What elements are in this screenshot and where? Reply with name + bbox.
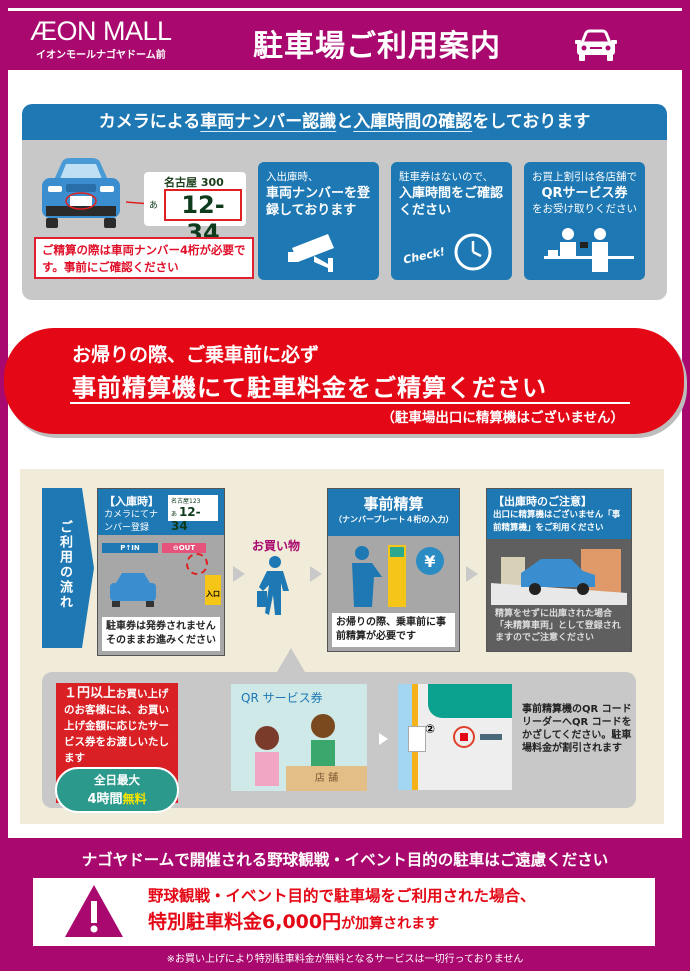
mini-plate-region: 名古屋123 <box>171 498 201 505</box>
heading-underlined: 入庫時間の確認 <box>353 112 473 132</box>
warning-suffix: が加算されます <box>341 916 440 932</box>
info-card-qr: お買上割引は各店舗で QRサービス券をお受け取りください <box>524 162 645 280</box>
special-fee: 特別駐車料金6,000円 <box>148 911 342 933</box>
step-foot-text: 駐車券は発券されませんそのままお進みください <box>102 617 220 651</box>
reader-highlight <box>453 726 475 748</box>
card-big-text: QRサービス券 <box>541 186 628 201</box>
card-big-text: 入庫時間をご確認ください <box>399 186 504 218</box>
mini-plate-kana: あ <box>171 511 178 518</box>
card-slot <box>480 734 502 740</box>
clock-check-icon: Check! <box>402 233 492 271</box>
free-hours-top: 全日最大 <box>94 773 140 787</box>
card-small-text: 入出庫時、 <box>266 171 319 183</box>
shop-counter-icon <box>544 228 634 272</box>
card-small-text: をお受け取りください <box>532 203 637 215</box>
header: ÆON MALL イオンモールナゴヤドーム前 駐車場ご利用案内 <box>8 8 682 70</box>
flow-step-prepay: 事前精算 （ナンバープレート４桁の入力） ¥ お帰りの際、乗車前に事前精算が必要… <box>327 488 460 652</box>
card-big-text: 車両ナンバーを登録しております <box>266 186 371 218</box>
mini-plate-number: 12-34 <box>171 505 201 533</box>
qr-ticket-label: QR サービス券 <box>241 691 323 705</box>
footnote: ※お買い上げにより特別駐車料金が無料となるサービスは一切行っておりません <box>166 954 524 965</box>
qr-ticket <box>408 726 426 752</box>
step-text: カメラにてナンバー登録 <box>104 510 159 533</box>
free-hours-badge: 全日最大 4時間無料 <box>55 767 179 813</box>
shopping-label: お買い物 <box>252 539 301 553</box>
warning-icon <box>65 885 123 937</box>
store-counter: 店 舗 <box>286 766 367 791</box>
service-ticket-text: お買い上げのお客様には、お買い上げ金額に応じたサービス券をお渡しいたします <box>64 688 169 764</box>
step-number: ② <box>425 722 436 736</box>
aeon-mall-logo: ÆON MALL イオンモールナゴヤドーム前 <box>30 17 172 61</box>
entering-car-icon <box>110 573 156 607</box>
license-plate: 名古屋 300 あ 12-34 <box>144 172 246 247</box>
banner-line2: 事前精算機にて駐車料金をご精算ください <box>72 374 547 402</box>
warning-line1: 野球観戦・イベント目的で駐車場をご利用された場合、 <box>148 887 536 905</box>
card-small-text: 駐車券はないので、 <box>399 171 494 183</box>
subflow-pointer <box>277 648 305 672</box>
step-foot-text: 精算をせずに出庫された場合「未精算車両」として登録されますのでご注意ください <box>495 609 621 643</box>
flow-arrow <box>233 566 245 582</box>
banner-line1: お帰りの際、ご乗車前に必ず <box>72 344 320 366</box>
step-subtitle: （ナンバープレート４桁の入力） <box>334 515 454 524</box>
prepay-banner: お帰りの際、ご乗車前に必ず 事前精算機にて駐車料金をご精算ください （駐車場出口… <box>4 328 684 434</box>
heading-part: と <box>336 112 354 132</box>
heading-part: をしております <box>472 112 591 132</box>
free-hours-value: 4時間 <box>87 792 123 807</box>
heading-underlined: 車両ナンバー認識 <box>200 112 337 132</box>
check-badge: Check! <box>402 245 446 266</box>
free-label: 無料 <box>122 792 147 806</box>
security-camera-icon <box>288 234 334 272</box>
step-title: 事前精算 <box>363 495 424 513</box>
entrance-sign: 入口 <box>205 575 221 605</box>
step-title: 【出庫時のご注意】 <box>493 495 592 508</box>
flow-step-entry: 【入庫時】 カメラにてナンバー登録 名古屋123 あ 12-34 P↑IN ⊖O… <box>97 488 225 656</box>
flow-arrow <box>466 566 478 582</box>
staff-customer-icon <box>255 714 335 786</box>
qr-ticket-illustration: 店 舗 <box>231 684 367 791</box>
step-title: 【入庫時】 <box>104 495 159 508</box>
mini-plate: 名古屋123 あ 12-34 <box>168 495 218 533</box>
info-card-camera: 入出庫時、車両ナンバーを登録しております <box>258 162 379 280</box>
plate-region: 名古屋 300 <box>164 176 224 189</box>
prepay-machine-icon: ¥ <box>352 545 444 607</box>
camera-highlight-circle <box>186 553 208 575</box>
plate-kana: あ <box>149 201 159 211</box>
exiting-car-scene <box>491 549 627 605</box>
step-text: 出口に精算機はございません「事前精算機」をご利用ください <box>493 510 621 533</box>
warning-box <box>33 878 655 946</box>
flow-tab-label: ご利用の流れ <box>57 520 72 610</box>
machine-top <box>428 684 512 718</box>
camera-section-heading: カメラによる車両ナンバー認識と入庫時間の確認をしております <box>22 104 667 140</box>
flow-arrow <box>310 566 322 582</box>
shopper-icon <box>257 556 289 615</box>
heading-part: カメラによる <box>98 112 201 132</box>
banner-underline <box>70 402 630 404</box>
logo-sub-text: イオンモールナゴヤドーム前 <box>36 50 166 61</box>
flow-tab-arrow <box>42 488 94 648</box>
info-card-time: 駐車券はないので、入庫時間をご確認ください Check! <box>391 162 512 280</box>
car-front-illustration <box>42 158 120 228</box>
step-foot-text: お帰りの際、乗車前に事前精算が必要です <box>332 613 455 647</box>
out-sign: ⊖OUT <box>162 543 206 553</box>
car-icon <box>575 29 617 61</box>
min-purchase-amount: １円以上 <box>64 686 117 701</box>
event-parking-notice: ナゴヤドームで開催される野球観戦・イベント目的の駐車はご遠慮ください <box>81 851 609 869</box>
window-strip <box>398 684 412 790</box>
card-small-text: お買上割引は各店舗で <box>532 171 637 183</box>
yen-sign: ¥ <box>424 552 435 571</box>
plate-number-note: ご精算の際は車両ナンバー4桁が必要です。事前にご確認ください <box>34 237 254 279</box>
qr-reader-light <box>460 733 468 741</box>
qr-reader-illustration: ② <box>398 684 512 790</box>
qr-reader-instructions: 事前精算機のQR コードリーダーへQR コードをかざしてください。駐車場料金が割… <box>522 704 632 754</box>
warning-line2: 特別駐車料金6,000円が加算されます <box>148 907 439 934</box>
in-sign: P↑IN <box>102 543 158 553</box>
plate-number: 12-34 <box>164 189 242 247</box>
flow-step-exit: 【出庫時のご注意】 出口に精算機はございません「事前精算機」をご利用ください 精… <box>486 488 632 652</box>
banner-line3: （駐車場出口に精算機はございません） <box>381 410 624 426</box>
logo-main-text: ÆON MALL <box>30 16 172 46</box>
page-title: 駐車場ご利用案内 <box>253 29 501 64</box>
flow-arrow <box>379 733 388 745</box>
